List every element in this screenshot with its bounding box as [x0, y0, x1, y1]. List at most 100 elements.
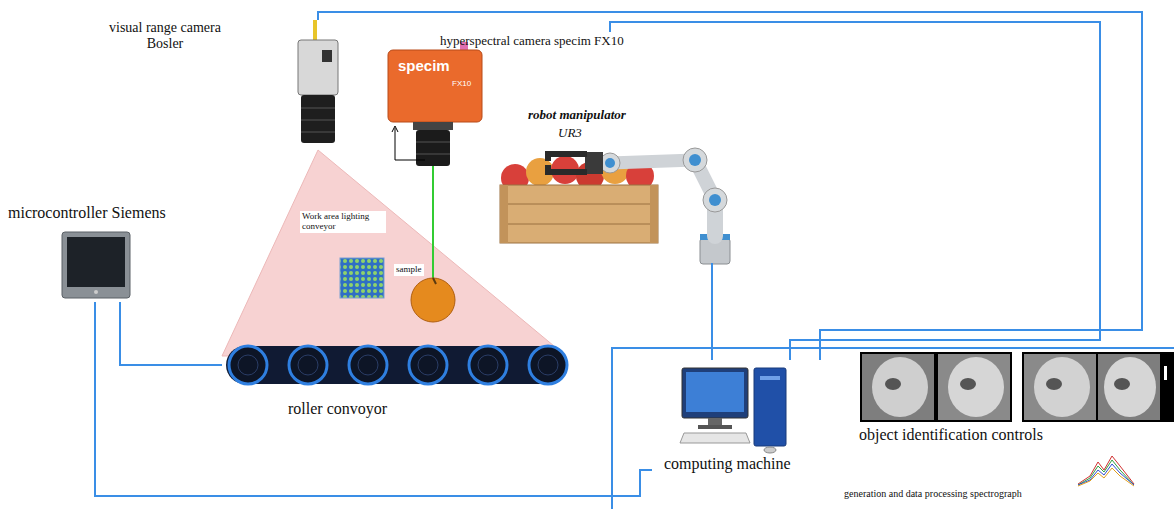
sample-image-strip — [948, 357, 1004, 417]
controller-panel-icon — [67, 237, 125, 287]
roller-conveyor-icon — [229, 346, 267, 384]
robot-node: robot manipulatorUR3 — [520, 108, 770, 263]
sample-image-strip — [1034, 357, 1090, 417]
signal-line — [711, 263, 713, 360]
apple-crate — [500, 204, 658, 205]
light-cone — [222, 150, 566, 356]
model-text: FX10 — [452, 80, 471, 89]
calibration-target — [340, 258, 384, 298]
hyperspectral-camera-icon — [413, 122, 453, 130]
robot-arm-icon — [585, 152, 603, 174]
device-label: robot manipulator — [528, 108, 626, 123]
robot-arm-icon — [605, 158, 615, 168]
computer-node: computing machine — [652, 360, 842, 482]
sample-image-strip — [872, 357, 928, 417]
apple-crate — [500, 156, 658, 243]
device-label: generation and data processing spectrogr… — [844, 488, 1022, 500]
hyperspectral-camera-icon — [388, 42, 482, 278]
robot-arm-icon — [683, 148, 707, 172]
visual-camera-icon — [301, 108, 335, 109]
apple-sample — [433, 278, 436, 284]
image-strip-node: object identification controls — [855, 350, 1174, 450]
roller-conveyor-icon — [418, 355, 438, 375]
hyperspectral-camera-icon — [416, 154, 450, 155]
hyperspectral-camera-icon — [395, 128, 425, 160]
visual-camera-icon — [301, 95, 335, 143]
sample-image-strip — [1104, 357, 1156, 417]
device-label: computing machine — [664, 455, 791, 473]
computer-icon — [708, 418, 722, 426]
robot-arm-icon — [610, 160, 695, 163]
roller-conveyor-icon — [529, 346, 567, 384]
roller-conveyor-icon — [289, 346, 327, 384]
visual-camera-icon — [301, 132, 335, 133]
computer-icon — [698, 425, 732, 429]
robot-arm-icon — [703, 188, 727, 212]
apple-crate — [500, 224, 658, 225]
apple-sample — [411, 278, 455, 322]
device-label: microcontroller Siemens — [8, 204, 166, 222]
roller-conveyor-icon — [298, 355, 318, 375]
computer-icon — [764, 447, 776, 453]
roller-conveyor-icon — [226, 346, 564, 384]
computer-icon — [754, 368, 786, 446]
signal-line — [95, 302, 652, 496]
device-label: visual range camera Bosler — [100, 20, 230, 52]
calibration-target — [340, 258, 384, 298]
sample-image-strip — [938, 354, 1010, 420]
robot-arm-icon — [709, 194, 721, 206]
spectrum-plot — [1078, 456, 1134, 486]
roller-conveyor-icon — [538, 355, 558, 375]
sample-image-strip — [1012, 352, 1022, 422]
controller-panel-icon — [62, 232, 130, 298]
sample-note: sample — [394, 264, 424, 276]
visual-camera-icon — [298, 20, 338, 143]
computer-icon — [760, 376, 780, 380]
camera-node: visual range camera Bosler — [100, 20, 350, 148]
roller-conveyor-icon — [238, 355, 258, 375]
output-panel — [612, 348, 1174, 509]
brand-text: specim — [398, 58, 450, 75]
roller-conveyor-icon — [469, 346, 507, 384]
apple-crate — [500, 185, 658, 243]
sample-image-strip — [1046, 378, 1062, 390]
roller-conveyor-icon — [409, 346, 447, 384]
output-panel — [612, 348, 1174, 509]
controller-node: microcontroller Siemens — [8, 204, 213, 302]
sample-image-strip — [1098, 354, 1160, 420]
spectrograph-node: generation and data processing spectrogr… — [838, 452, 1138, 507]
apple-crate — [500, 185, 508, 243]
spectrum-plot — [1078, 468, 1134, 486]
computer-icon — [682, 368, 748, 418]
visual-camera-icon — [313, 20, 317, 42]
hyperspectral-camera-icon — [432, 166, 434, 278]
device-label: hyperspectral camera specim FX10 — [440, 34, 624, 49]
hyperspectral-camera-icon — [416, 142, 450, 143]
apple-sample — [411, 278, 455, 322]
device-label: UR3 — [558, 126, 582, 141]
robot-arm-icon — [545, 151, 587, 157]
sample-image-strip — [860, 352, 1174, 422]
visual-camera-icon — [298, 40, 338, 95]
sample-image-strip — [1024, 354, 1096, 420]
sample-image-strip — [1114, 378, 1130, 390]
hyperspectral-camera-icon — [416, 130, 450, 166]
controller-panel-icon — [62, 232, 130, 298]
robot-arm-icon — [545, 148, 730, 264]
sample-image-strip — [1164, 366, 1167, 380]
light-cone — [222, 150, 566, 356]
sample-image-strip — [862, 354, 934, 420]
visual-camera-icon — [322, 50, 332, 62]
area-note: Work area lighting conveyor — [300, 211, 386, 233]
controller-panel-icon — [94, 290, 98, 294]
signal-line — [318, 12, 1142, 360]
robot-arm-icon — [545, 157, 551, 161]
computer-icon — [680, 368, 786, 453]
computer-icon — [680, 433, 750, 443]
robot-arm-icon — [689, 154, 701, 166]
robot-arm-icon — [545, 165, 551, 169]
sample-image-strip — [860, 352, 1174, 422]
camera-node: hyperspectral camera specim FX10 — [385, 32, 660, 170]
robot-arm-icon — [545, 169, 587, 175]
